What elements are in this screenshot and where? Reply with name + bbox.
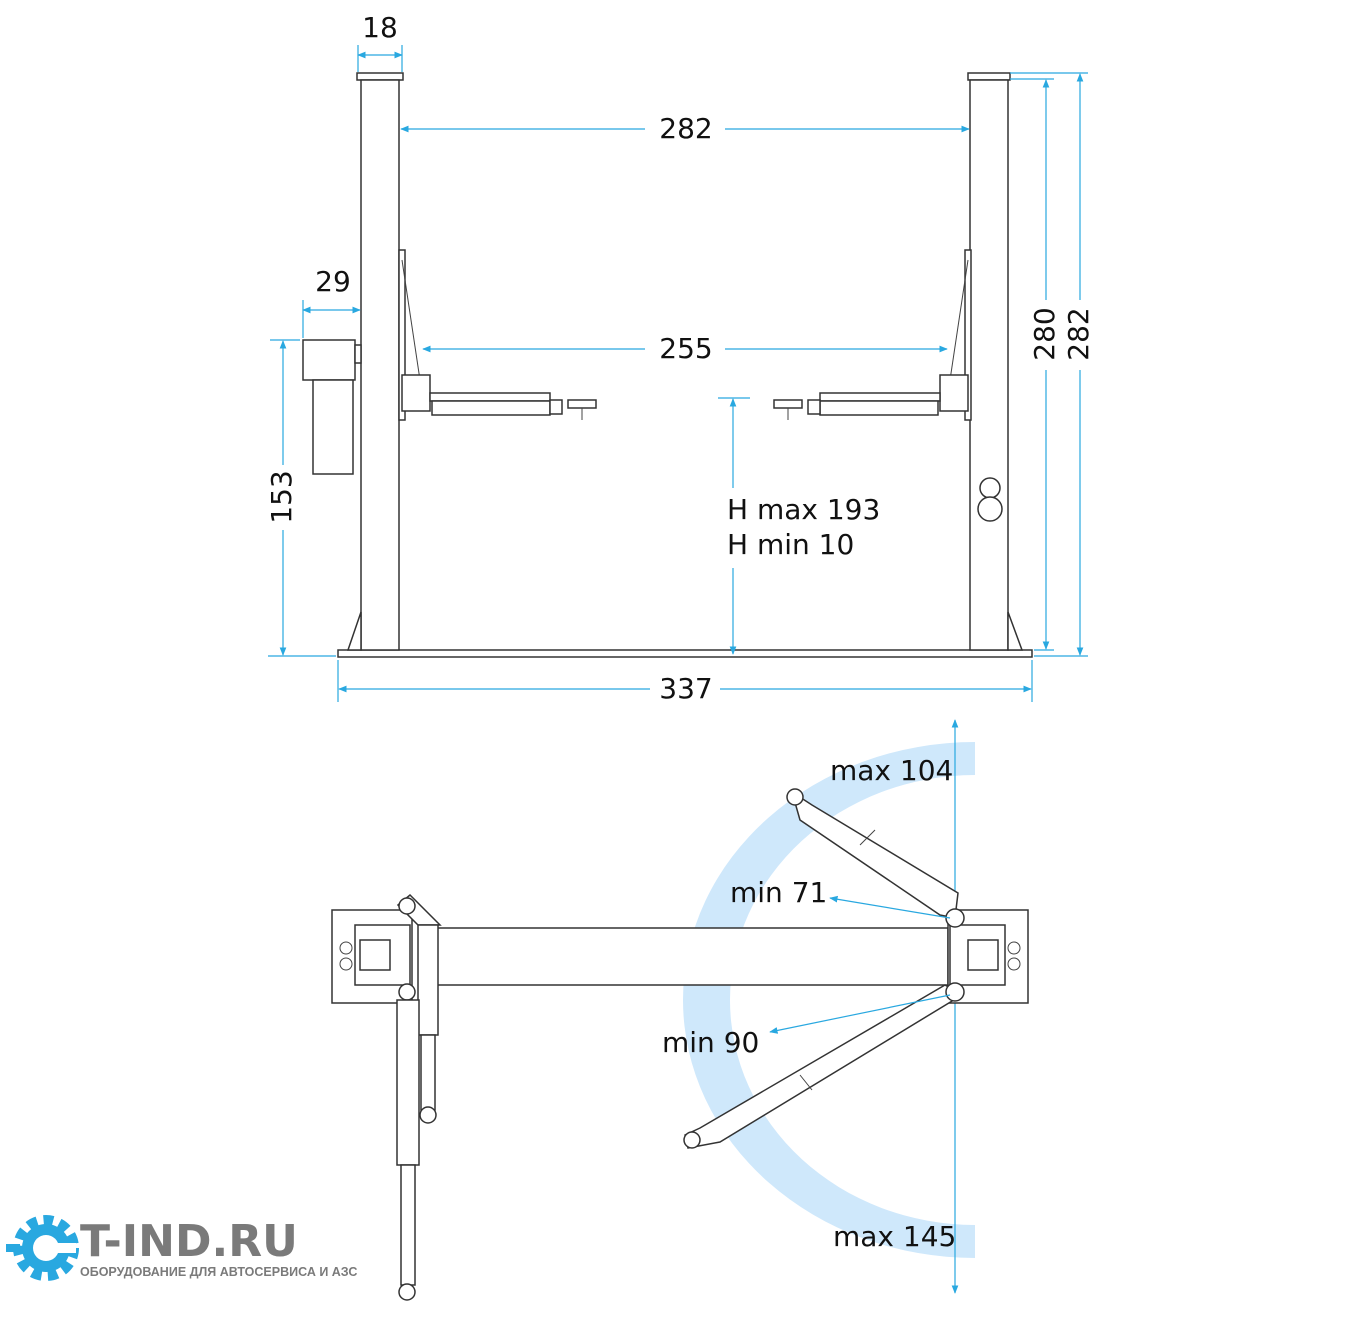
logo: T-IND.RU ОБОРУДОВАНИЕ ДЛЯ АВТОСЕРВИСА И … bbox=[6, 1215, 357, 1281]
dimension-label: 337 bbox=[659, 672, 712, 705]
right-arms bbox=[683, 788, 965, 1149]
logo-name: T-IND.RU bbox=[80, 1216, 298, 1267]
dimension-motor-height: 153 bbox=[265, 339, 336, 657]
dimension-column-width: 18 bbox=[357, 11, 403, 72]
lift-height-min-label: H min 10 bbox=[727, 528, 854, 561]
logo-tagline: ОБОРУДОВАНИЕ ДЛЯ АВТОСЕРВИСА И АЗС bbox=[80, 1265, 357, 1279]
short-arm-max-label: max 104 bbox=[830, 754, 953, 787]
dimension-lift-height: H max 193 H min 10 bbox=[718, 397, 880, 655]
left-arms bbox=[396, 893, 442, 1301]
top-view: max 104 min 71 min 90 max 145 bbox=[331, 719, 1029, 1301]
base-plate bbox=[337, 649, 1033, 658]
crossbeam bbox=[436, 927, 949, 986]
long-arm-min-label: min 90 bbox=[662, 1026, 759, 1059]
left-column bbox=[346, 72, 406, 651]
dimension-total-width: 337 bbox=[337, 660, 1033, 705]
motor-unit bbox=[302, 339, 362, 475]
right-column bbox=[964, 72, 1024, 651]
left-lift-arm bbox=[401, 259, 597, 420]
right-base-plate bbox=[947, 909, 1029, 1004]
gear-wrench-icon bbox=[6, 1215, 79, 1281]
dimension-label: 280 bbox=[1028, 307, 1061, 360]
dimension-label: 255 bbox=[659, 332, 712, 365]
dimension-heights: 280 282 bbox=[1010, 72, 1095, 657]
arm-swing-arc bbox=[683, 742, 975, 1258]
long-arm-max-label: max 145 bbox=[833, 1220, 956, 1253]
dimension-label: 282 bbox=[659, 112, 712, 145]
right-lift-arm bbox=[773, 259, 969, 420]
short-arm-min-label: min 71 bbox=[730, 876, 827, 909]
dimension-motor-offset: 29 bbox=[302, 265, 361, 338]
dimension-label: 153 bbox=[265, 470, 298, 523]
front-view: 18 282 29 255 153 H max 193 bbox=[265, 11, 1095, 705]
dimension-label: 282 bbox=[1062, 307, 1095, 360]
lift-height-max-label: H max 193 bbox=[727, 493, 880, 526]
dimension-arm-span: 255 bbox=[422, 332, 948, 365]
dimension-label: 18 bbox=[362, 11, 398, 44]
left-base-plate bbox=[331, 909, 413, 1004]
dimension-label: 29 bbox=[315, 265, 351, 298]
dimension-inner-distance: 282 bbox=[400, 112, 970, 145]
